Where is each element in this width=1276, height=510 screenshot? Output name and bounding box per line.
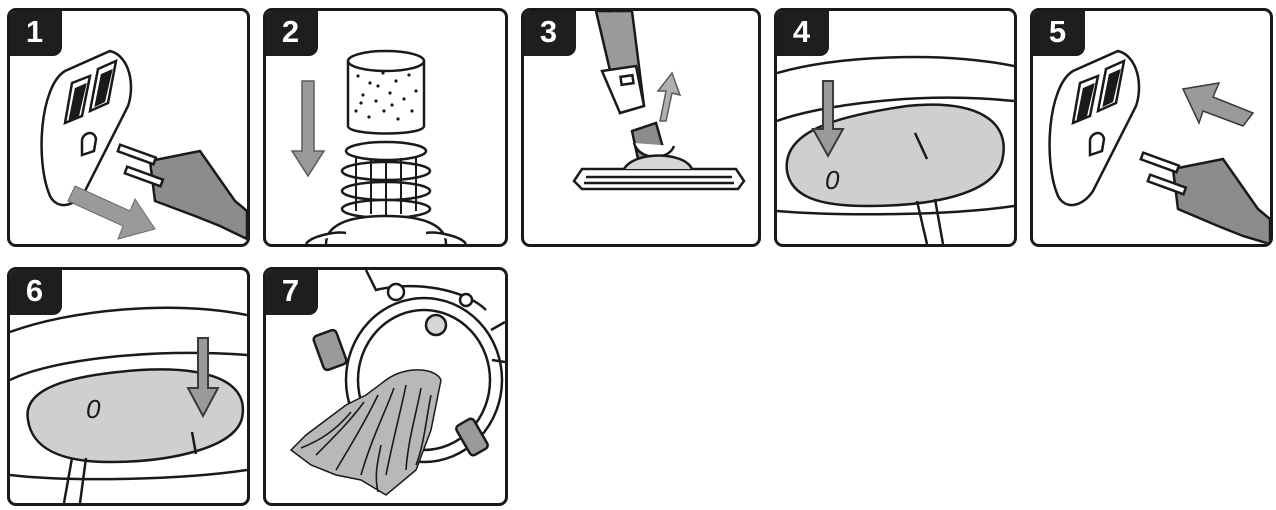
switch-off-label: 0 [86, 394, 101, 424]
step-7-number: 7 [263, 267, 318, 315]
step-4-number: 4 [774, 8, 829, 56]
direction-arrow [658, 73, 680, 121]
step-1-panel: 1 [7, 8, 250, 247]
direction-arrow [292, 81, 324, 176]
step-5-number: 5 [1030, 8, 1085, 56]
step-1-number: 1 [7, 8, 62, 56]
step-3-panel: 3 [521, 8, 761, 247]
step-2-number: 2 [263, 8, 318, 56]
step-7-panel: 7 [263, 267, 508, 506]
step-6-number: 6 [7, 267, 62, 315]
direction-arrow [68, 186, 155, 239]
step-4-panel: 4 0 [774, 8, 1017, 247]
step-5-panel: 5 [1030, 8, 1273, 247]
step-2-panel: 2 [263, 8, 508, 247]
step-3-number: 3 [521, 8, 576, 56]
direction-arrow [1183, 83, 1253, 126]
step-6-panel: 6 0 [7, 267, 250, 506]
switch-off-label: 0 [825, 165, 840, 195]
